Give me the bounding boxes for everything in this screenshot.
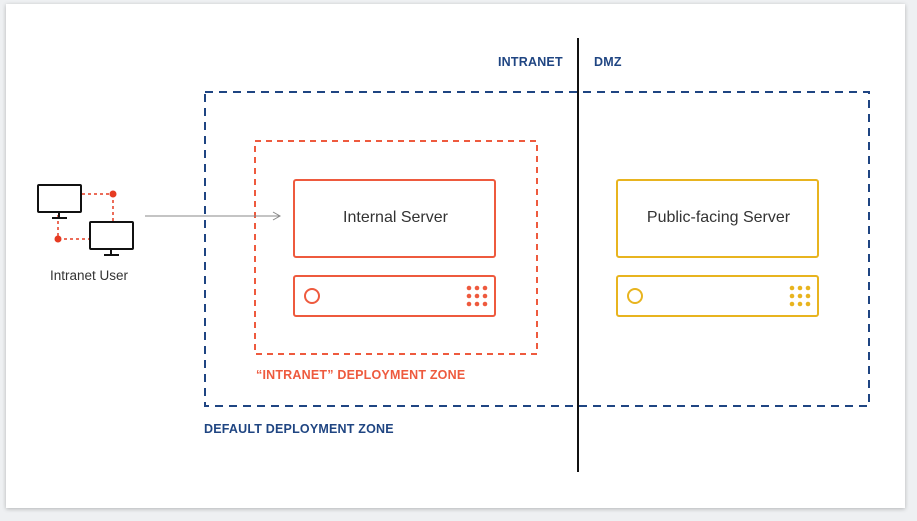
monitor-icon: [89, 221, 134, 256]
user-to-server-arrow-icon: [145, 211, 282, 221]
intranet-deployment-zone-label: “INTRANET” DEPLOYMENT ZONE: [256, 368, 466, 382]
internal-server-box: [293, 179, 496, 258]
dmz-label: DMZ: [594, 55, 622, 69]
intranet-deployment-zone-box: [254, 140, 538, 355]
monitor-icon: [37, 184, 82, 219]
internal-server-label: Internal Server: [343, 209, 448, 226]
internal-server-rack-icon: [293, 275, 496, 317]
public-server-rack-icon: [616, 275, 819, 317]
public-server-label: Public-facing Server: [646, 209, 791, 226]
intranet-label: INTRANET: [498, 55, 563, 69]
intranet-user-label: Intranet User: [49, 268, 129, 283]
intranet-user-icon: [37, 184, 134, 256]
default-deployment-zone-label: DEFAULT DEPLOYMENT ZONE: [204, 422, 394, 436]
default-deployment-zone-box: [204, 91, 870, 407]
public-server-box: [616, 179, 819, 258]
